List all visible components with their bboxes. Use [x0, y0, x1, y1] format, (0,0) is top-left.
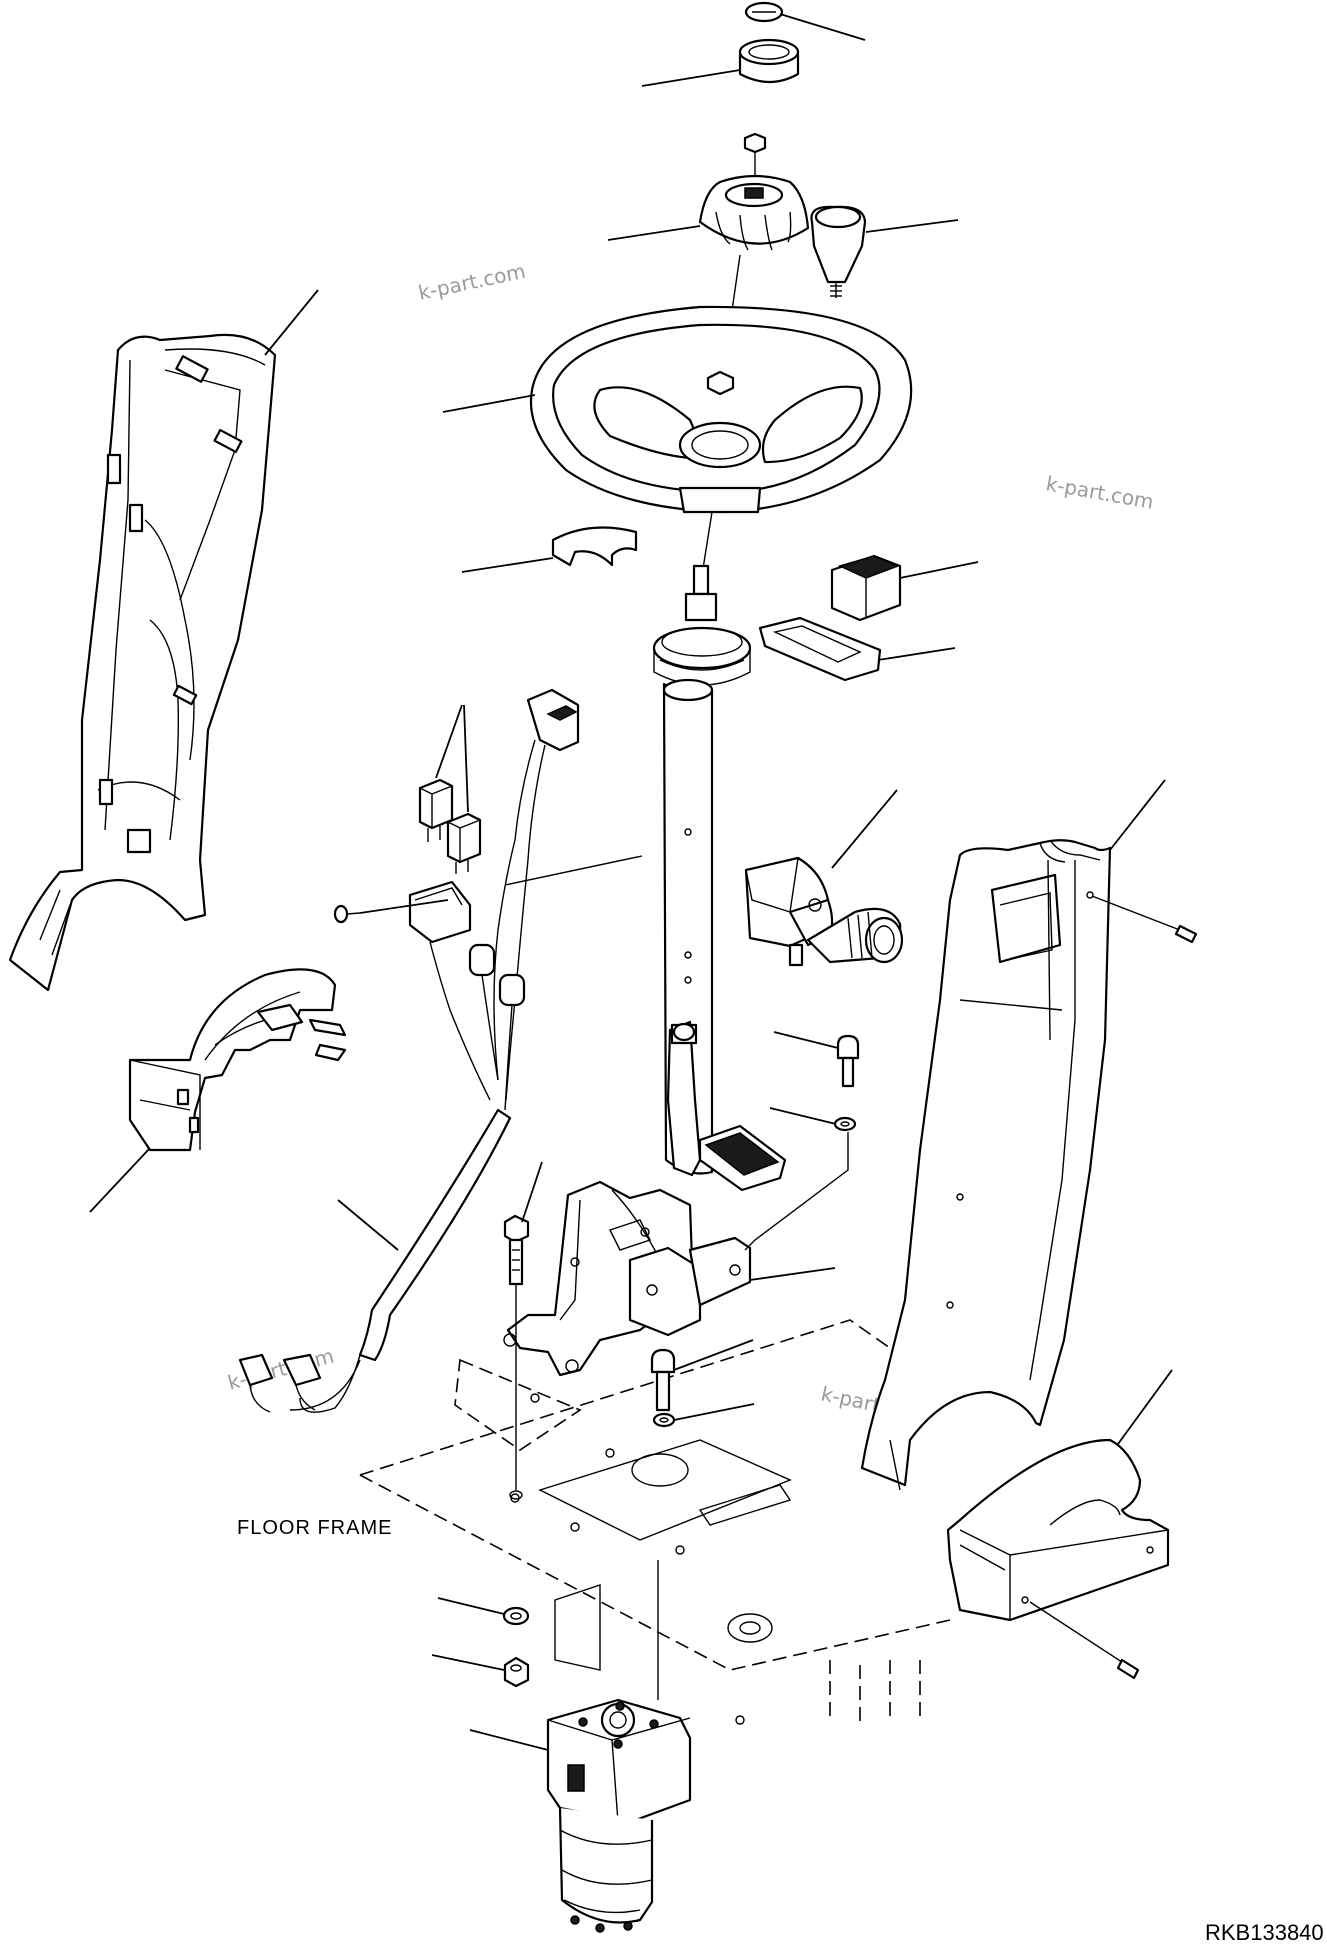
left-column-cover [8, 333, 277, 992]
switch [830, 554, 902, 622]
screw [333, 904, 361, 924]
bolt [503, 1214, 530, 1286]
ring [738, 38, 800, 84]
gear-shift-knob [810, 205, 867, 298]
cap [744, 1, 784, 23]
clip [551, 526, 638, 567]
screw [650, 1348, 676, 1412]
right-column-cover [860, 839, 1112, 1491]
lower-cover-right [946, 1438, 1170, 1622]
relay [446, 812, 482, 874]
drawing-code: RKB133840 [1205, 1920, 1324, 1945]
washer [833, 1116, 857, 1132]
washer [652, 1412, 676, 1428]
steering-wheel [529, 305, 913, 514]
floor-frame-label: FLOOR FRAME [237, 1517, 392, 1539]
washer-lower [502, 1606, 530, 1626]
watermark-1: k-part.com [416, 259, 528, 305]
steering-valve [546, 1698, 692, 1933]
switch-bezel [758, 616, 882, 682]
nut-lower [503, 1656, 530, 1688]
nut [743, 132, 767, 154]
screw [836, 1034, 860, 1088]
steering-knob [698, 174, 810, 251]
watermark-2: k-part.com [1044, 471, 1155, 514]
screw [1091, 895, 1198, 944]
screw [1029, 1601, 1140, 1680]
lower-cover-left [128, 968, 347, 1152]
steering-column [652, 564, 787, 1192]
relay [418, 778, 454, 842]
wiring-harness [238, 688, 580, 1413]
floor-frame [359, 1319, 951, 1725]
watermark-3: k-part.com [225, 1343, 336, 1394]
combination-switch [744, 856, 904, 967]
column-bracket [503, 1180, 752, 1377]
